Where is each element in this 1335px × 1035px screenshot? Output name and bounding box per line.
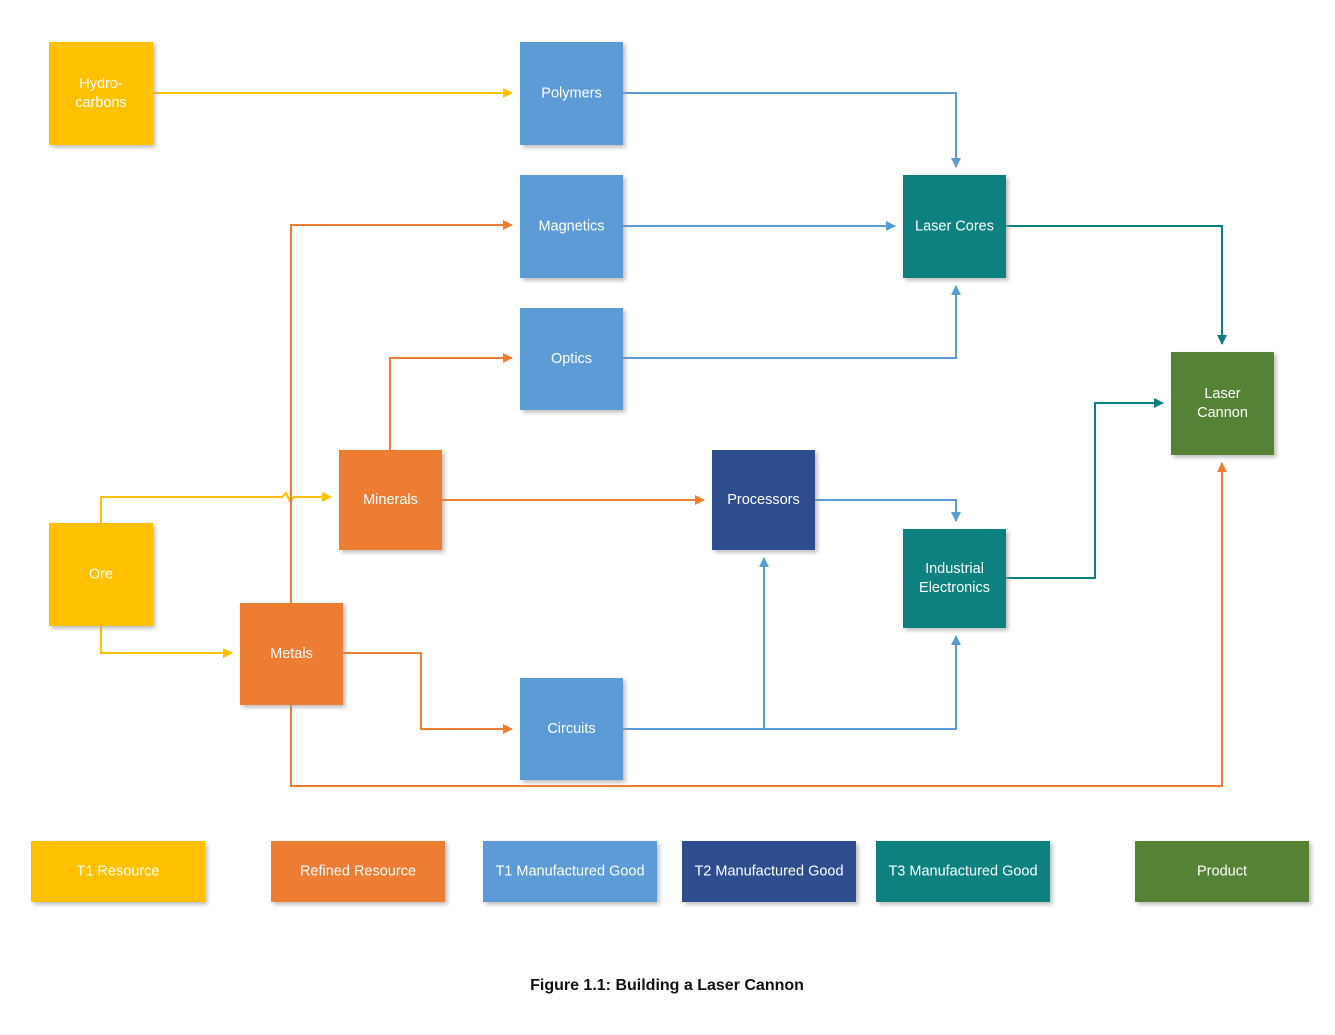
- legend-t1-manufactured-good-swatch: [483, 841, 657, 902]
- legend-t1-resource-label: T1 Resource: [76, 863, 159, 879]
- node-label-minerals: Minerals: [363, 492, 418, 508]
- legend-t1-resource-swatch: [31, 841, 205, 902]
- node-label-industrial-electronics: Electronics: [919, 580, 990, 596]
- node-label-processors: Processors: [727, 492, 800, 508]
- legend-t1-manufactured-good-label: T1 Manufactured Good: [495, 863, 644, 879]
- figure-caption: Figure 1.1: Building a Laser Cannon: [530, 977, 804, 994]
- node-box-magnetics[interactable]: [520, 175, 623, 278]
- edge-industrial-electronics-to-laser-cannon: [1006, 398, 1164, 579]
- node-box-metals[interactable]: [240, 603, 343, 705]
- node-label-polymers: Polymers: [541, 85, 601, 101]
- node-box-polymers[interactable]: [520, 42, 623, 145]
- legend-layer: T1 Resource Refined Resource T1 Manufactur…: [31, 841, 1309, 902]
- node-box-hydrocarbons[interactable]: [49, 42, 153, 145]
- node-box-optics[interactable]: [520, 308, 623, 410]
- legend-t3-manufactured-good-swatch: [876, 841, 1050, 902]
- node-label-hydrocarbons: carbons: [75, 95, 127, 111]
- node-metals[interactable]: Metals: [240, 603, 343, 705]
- node-label-optics: Optics: [551, 351, 592, 367]
- node-magnetics[interactable]: Magnetics: [520, 175, 623, 278]
- legend-t3-manufactured-good: T3 Manufactured Good: [876, 841, 1050, 902]
- node-label-magnetics: Magnetics: [538, 218, 604, 234]
- node-processors[interactable]: Processors: [712, 450, 815, 550]
- node-label-laser-cores: Laser Cores: [915, 218, 994, 234]
- node-minerals[interactable]: Minerals: [339, 450, 442, 550]
- node-label-laser-cannon: Laser: [1204, 386, 1240, 402]
- edge-circuits-to-processors: [623, 557, 769, 730]
- legend-product: Product: [1135, 841, 1309, 902]
- edge-metals-to-magnetics: [290, 220, 513, 603]
- legend-t1-resource: T1 Resource: [31, 841, 205, 902]
- edge-metals-to-laser-cannon: [290, 462, 1227, 787]
- node-label-metals: Metals: [270, 646, 313, 662]
- legend-t2-manufactured-good: T2 Manufactured Good: [682, 841, 856, 902]
- edge-polymers-to-laser-cores: [623, 92, 961, 168]
- node-label-hydrocarbons: Hydro-: [79, 76, 123, 92]
- node-circuits[interactable]: Circuits: [520, 678, 623, 780]
- edges-layer: [100, 88, 1227, 787]
- node-box-laser-cores[interactable]: [903, 175, 1006, 278]
- node-polymers[interactable]: Polymers: [520, 42, 623, 145]
- node-label-laser-cannon: Cannon: [1197, 405, 1248, 421]
- legend-t1-manufactured-good: T1 Manufactured Good: [483, 841, 657, 902]
- node-box-laser-cannon[interactable]: [1171, 352, 1274, 455]
- legend-t2-manufactured-good-swatch: [682, 841, 856, 902]
- edge-optics-to-laser-cores: [623, 285, 961, 359]
- node-label-circuits: Circuits: [547, 721, 595, 737]
- edge-processors-to-industrial-electronics: [815, 499, 961, 522]
- node-hydrocarbons[interactable]: Hydro-carbons: [49, 42, 153, 145]
- node-box-industrial-electronics[interactable]: [903, 529, 1006, 628]
- legend-product-swatch: [1135, 841, 1309, 902]
- legend-refined-resource-label: Refined Resource: [300, 863, 416, 879]
- node-laser-cores[interactable]: Laser Cores: [903, 175, 1006, 278]
- edge-minerals-to-optics: [389, 353, 513, 450]
- node-box-circuits[interactable]: [520, 678, 623, 780]
- edge-laser-cores-to-laser-cannon: [1006, 225, 1227, 345]
- edge-circuits-to-industrial-electronics: [623, 635, 961, 730]
- edge-ore-to-minerals: [100, 491, 332, 523]
- node-optics[interactable]: Optics: [520, 308, 623, 410]
- legend-refined-resource-swatch: [271, 841, 445, 902]
- node-label-ore: Ore: [89, 566, 113, 582]
- edge-metals-to-circuits: [343, 652, 513, 734]
- legend-product-label: Product: [1197, 863, 1247, 879]
- node-box-minerals[interactable]: [339, 450, 442, 550]
- node-ore[interactable]: Ore: [49, 523, 153, 626]
- node-box-processors[interactable]: [712, 450, 815, 550]
- node-label-industrial-electronics: Industrial: [925, 561, 984, 577]
- legend-t2-manufactured-good-label: T2 Manufactured Good: [694, 863, 843, 879]
- legend-t3-manufactured-good-label: T3 Manufactured Good: [888, 863, 1037, 879]
- legend-refined-resource: Refined Resource: [271, 841, 445, 902]
- edge-ore-to-metals: [100, 626, 233, 658]
- node-box-ore[interactable]: [49, 523, 153, 626]
